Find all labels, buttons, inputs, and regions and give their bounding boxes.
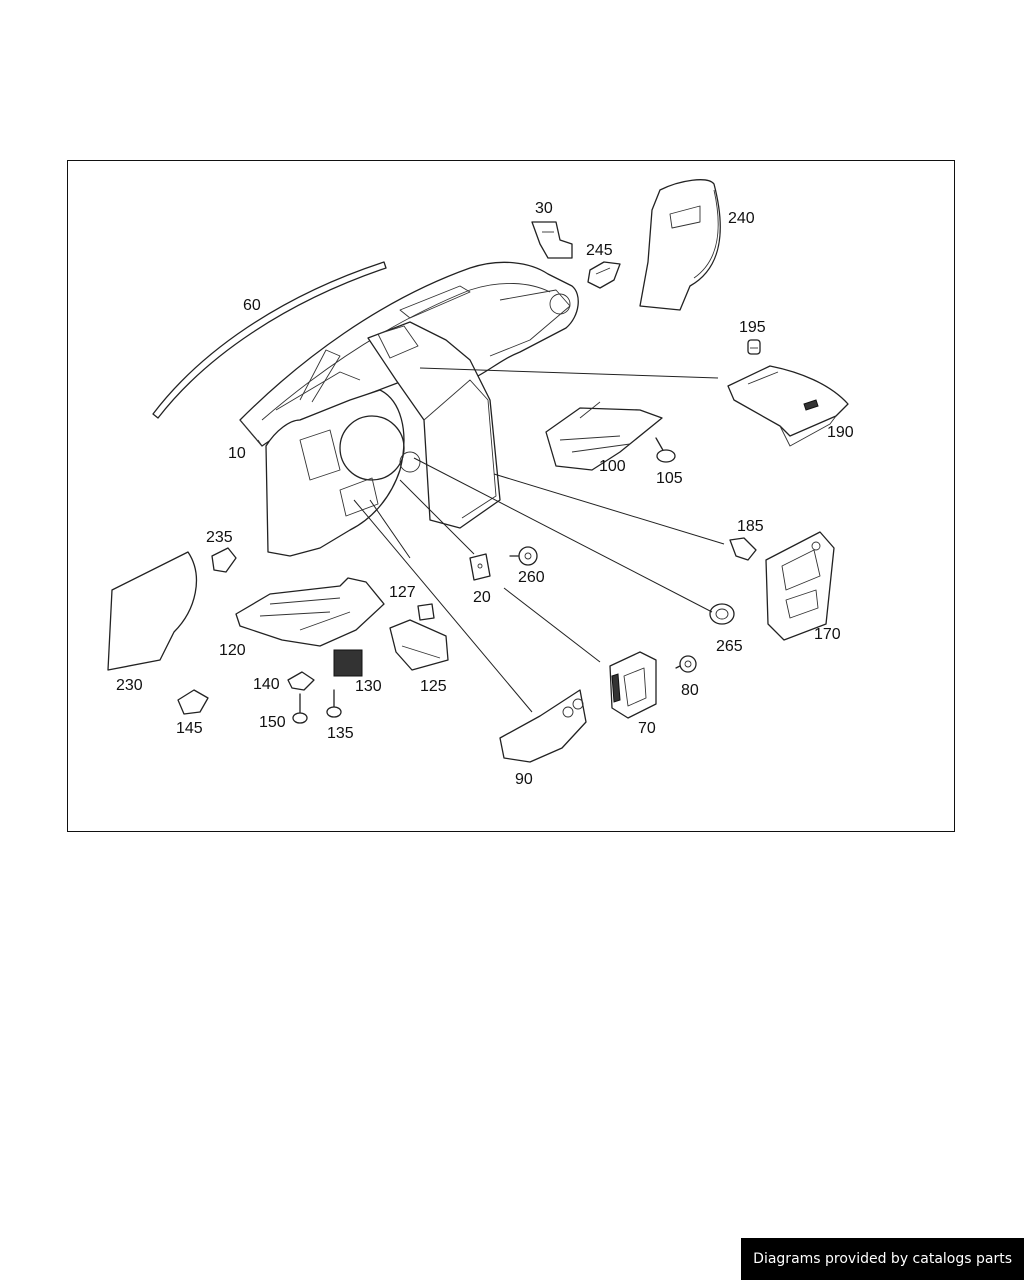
part-245-bracket[interactable] xyxy=(587,261,621,289)
label-240: 240 xyxy=(728,210,755,227)
part-60-trim-strip[interactable] xyxy=(152,261,387,419)
label-127: 127 xyxy=(389,584,416,601)
label-70: 70 xyxy=(638,720,656,737)
label-150: 150 xyxy=(259,714,286,731)
part-70-switch-panel[interactable] xyxy=(609,651,657,719)
label-265: 265 xyxy=(716,638,743,655)
part-170-center-bezel[interactable] xyxy=(765,531,835,641)
part-140-clip[interactable] xyxy=(287,671,315,691)
label-60: 60 xyxy=(243,297,261,314)
label-10: 10 xyxy=(228,445,246,462)
label-135: 135 xyxy=(327,725,354,742)
label-235: 235 xyxy=(206,529,233,546)
diagram-credit-badge: Diagrams provided by catalogs parts xyxy=(741,1238,1024,1280)
label-190: 190 xyxy=(827,424,854,441)
part-150-screw[interactable] xyxy=(292,693,308,724)
part-labels: 10 20 30 60 70 80 90 100 105 120 125 127… xyxy=(116,200,854,788)
part-230-side-panel[interactable] xyxy=(107,551,197,671)
label-30: 30 xyxy=(535,200,553,217)
part-105-screw[interactable] xyxy=(655,437,676,463)
diagram-credit-text: Diagrams provided by catalogs parts xyxy=(753,1251,1012,1267)
part-265-ring[interactable] xyxy=(709,603,735,625)
part-120-lower-panel[interactable] xyxy=(235,577,385,647)
leader-lines xyxy=(353,367,725,713)
part-90-knee-panel[interactable] xyxy=(499,689,587,763)
part-135-screw[interactable] xyxy=(326,689,342,718)
label-260: 260 xyxy=(518,569,545,586)
label-185: 185 xyxy=(737,518,764,535)
label-230: 230 xyxy=(116,677,143,694)
part-185-clip[interactable] xyxy=(729,537,757,561)
label-245: 245 xyxy=(586,242,613,259)
label-20: 20 xyxy=(473,589,491,606)
part-10-dashboard[interactable] xyxy=(239,261,579,557)
part-100-bracket[interactable] xyxy=(545,401,663,471)
label-145: 145 xyxy=(176,720,203,737)
part-145-clip[interactable] xyxy=(177,689,209,715)
label-100: 100 xyxy=(599,458,626,475)
part-195-bulb[interactable] xyxy=(747,339,761,355)
part-190-glovebox-lid[interactable] xyxy=(727,365,849,447)
label-80: 80 xyxy=(681,682,699,699)
label-90: 90 xyxy=(515,771,533,788)
part-127-bulb[interactable] xyxy=(417,603,435,621)
part-30-clip[interactable] xyxy=(531,221,573,259)
part-130-switch[interactable] xyxy=(333,649,363,677)
label-120: 120 xyxy=(219,642,246,659)
label-170: 170 xyxy=(814,626,841,643)
part-240-pillar-trim[interactable] xyxy=(639,179,721,311)
label-140: 140 xyxy=(253,676,280,693)
part-235-clip[interactable] xyxy=(211,547,237,573)
label-105: 105 xyxy=(656,470,683,487)
part-260-nut[interactable] xyxy=(509,546,538,566)
part-80-nut[interactable] xyxy=(675,655,697,673)
label-125: 125 xyxy=(420,678,447,695)
label-195: 195 xyxy=(739,319,766,336)
part-20-bracket[interactable] xyxy=(469,553,491,581)
part-125-lamp-housing[interactable] xyxy=(389,619,449,671)
label-130: 130 xyxy=(355,678,382,695)
